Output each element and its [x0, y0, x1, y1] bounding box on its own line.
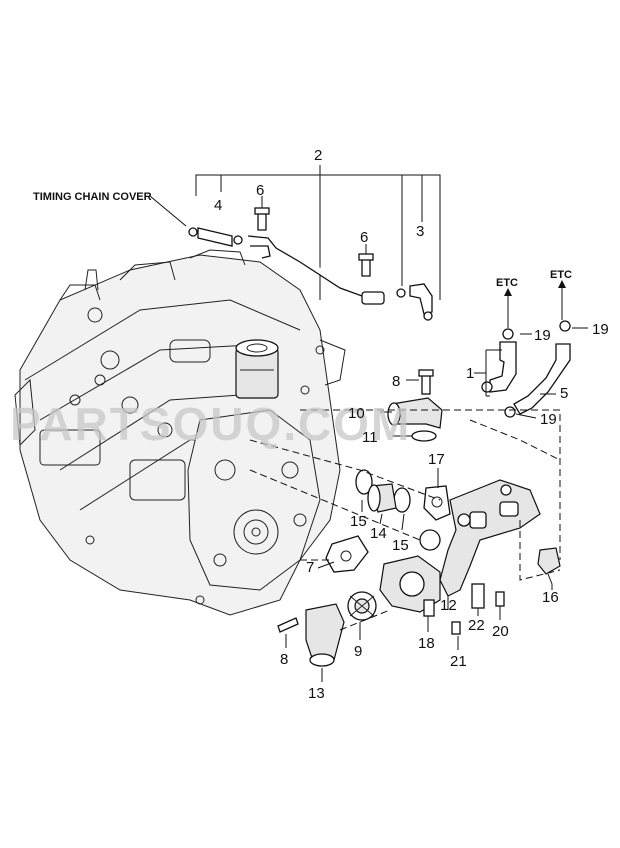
- bolt-21: [451, 621, 461, 635]
- callout-2: 2: [314, 147, 322, 164]
- callout-18: 18: [418, 635, 435, 652]
- watermark: PARTSOUQ.COM: [10, 398, 411, 450]
- callout-12: 12: [440, 597, 457, 614]
- engine-assembly: [14, 249, 346, 616]
- callout-8-upper: 8: [392, 373, 400, 390]
- callout-20: 20: [492, 623, 509, 640]
- callout-3: 3: [416, 223, 424, 240]
- callout-15-left: 15: [350, 513, 367, 530]
- bolt-20: [495, 591, 505, 607]
- callout-labels: 1 2 3 4 5 6 6 7 8 8 9 10 11 12 13 14 15 …: [214, 147, 609, 702]
- callout-19-lower: 19: [540, 411, 557, 428]
- callout-6-upper: 6: [256, 182, 264, 199]
- water-outlet-group: [277, 369, 561, 667]
- callout-19-left: 19: [534, 327, 551, 344]
- callout-1: 1: [466, 365, 474, 382]
- o-ring-11: [411, 430, 437, 442]
- hose-3: [409, 283, 433, 315]
- callout-16: 16: [542, 589, 559, 606]
- bolt-6: [361, 257, 371, 277]
- bracket-22: [471, 583, 485, 609]
- heater-hose-group: [474, 280, 571, 418]
- callout-14: 14: [370, 525, 387, 542]
- gasket-17: [423, 485, 451, 521]
- hose-4: [197, 227, 233, 247]
- leader-lines: [149, 195, 588, 682]
- callout-9: 9: [354, 643, 362, 660]
- callout-8-lower: 8: [280, 651, 288, 668]
- hose-5: [513, 343, 571, 415]
- callout-15-right: 15: [392, 537, 409, 554]
- bypass-hose-group: [188, 165, 441, 321]
- bolt-8: [421, 373, 431, 395]
- routing-lines: [249, 409, 561, 631]
- callout-5: 5: [560, 385, 568, 402]
- sensor-16: [537, 547, 561, 575]
- bolt-6: [257, 211, 267, 231]
- callout-11: 11: [362, 429, 378, 446]
- clamp: [233, 235, 243, 245]
- callout-19-right: 19: [592, 321, 609, 338]
- etc-note-left: ETC: [496, 277, 518, 289]
- callout-21: 21: [450, 653, 467, 670]
- callout-17: 17: [428, 451, 445, 468]
- bolt-18: [423, 599, 435, 617]
- callout-7: 7: [306, 559, 314, 576]
- callout-13: 13: [308, 685, 325, 702]
- callout-4: 4: [214, 197, 222, 214]
- timing-chain-cover-note: TIMING CHAIN COVER: [33, 191, 152, 203]
- o-ring-15: [355, 469, 373, 495]
- clamp: [188, 227, 198, 237]
- gasket-7: [325, 535, 369, 573]
- callout-10: 10: [348, 405, 365, 422]
- etc-note-right: ETC: [550, 269, 572, 281]
- callout-22: 22: [468, 617, 485, 634]
- callout-6-lower: 6: [360, 229, 368, 246]
- water-pipe-12: [439, 479, 541, 597]
- bolt-8: [277, 617, 299, 633]
